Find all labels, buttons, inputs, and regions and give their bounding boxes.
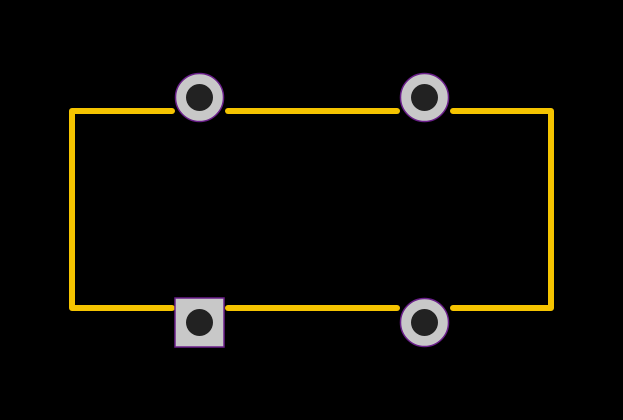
pad-2-drill-hole bbox=[186, 84, 213, 111]
pad-2-round[interactable] bbox=[174, 72, 225, 123]
pad-1-square[interactable] bbox=[174, 297, 225, 348]
pad-4-round[interactable] bbox=[399, 297, 450, 348]
pad-4-drill-hole bbox=[411, 309, 438, 336]
silkscreen-top-right-segment bbox=[450, 108, 554, 311]
pads-group bbox=[174, 72, 450, 348]
pad-3-drill-hole bbox=[411, 84, 438, 111]
pad-3-round[interactable] bbox=[399, 72, 450, 123]
pad-1-drill-hole bbox=[186, 309, 213, 336]
silkscreen-outline bbox=[69, 108, 554, 311]
silkscreen-top-left-segment bbox=[69, 108, 175, 311]
